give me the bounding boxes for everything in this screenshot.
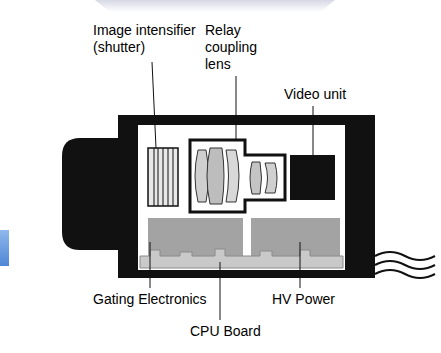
- cables: [375, 252, 435, 278]
- part-label: CPU Board: [190, 323, 261, 340]
- blue-tab: [0, 230, 9, 266]
- video-unit: [290, 155, 335, 200]
- top-band: [95, 0, 335, 12]
- image-intensifier: [148, 148, 178, 206]
- part-label: Relay coupling lens: [205, 22, 271, 73]
- part-label: HV Power: [272, 291, 335, 308]
- part-label: Image intensifier (shutter): [93, 22, 209, 56]
- part-label: Video unit: [284, 86, 346, 103]
- housing: [118, 115, 375, 278]
- relay-lens: [190, 140, 285, 212]
- part-label: Gating Electronics: [93, 291, 207, 308]
- housing-interior: [138, 125, 345, 270]
- front-lens: [62, 138, 118, 250]
- gating-board: [148, 218, 243, 258]
- cpu-board: [140, 249, 343, 268]
